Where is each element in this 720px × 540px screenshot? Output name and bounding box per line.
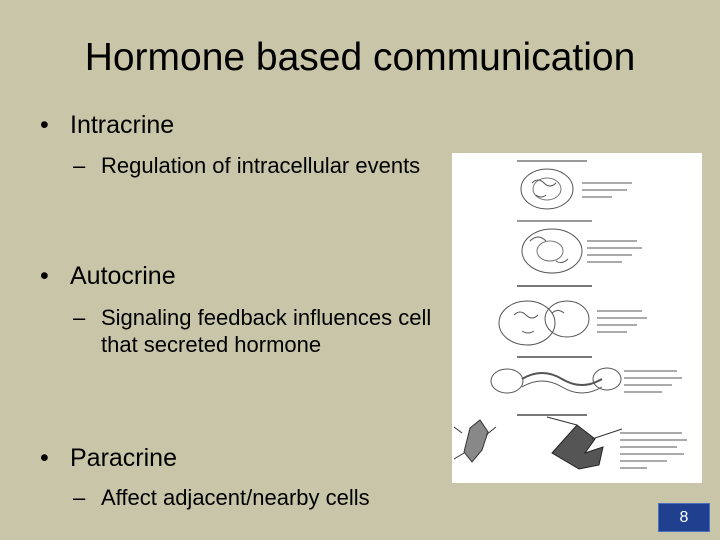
bullet-intracrine: • Intracrine — [40, 110, 174, 140]
bullet-autocrine: • Autocrine — [40, 261, 176, 291]
page-number-badge: 8 — [658, 503, 710, 532]
bullet-label: Autocrine — [70, 262, 176, 290]
sub-bullet-intracrine: – Regulation of intracellular events — [73, 152, 433, 179]
bullet-icon: • — [40, 262, 49, 290]
sub-bullet-autocrine: – Signaling feedback influences cell tha… — [73, 304, 433, 358]
sub-bullet-paracrine: – Affect adjacent/nearby cells — [73, 484, 433, 511]
bullet-list: • Intracrine – Regulation of intracellula… — [40, 110, 433, 511]
bullet-label: Paracrine — [70, 444, 177, 472]
sub-bullet-text: Regulation of intracellular events — [101, 153, 421, 178]
slide-title: Hormone based communication — [84, 36, 636, 79]
hormone-signaling-illustration — [452, 153, 702, 483]
bullet-icon: • — [40, 444, 49, 472]
bullet-label: Intracrine — [70, 111, 175, 139]
dash-icon: – — [73, 305, 86, 330]
bullet-icon: • — [40, 111, 49, 139]
sub-bullet-text: Affect adjacent/nearby cells — [101, 485, 370, 510]
sub-bullet-text: Signaling feedback influences cell that … — [101, 305, 432, 357]
illustration-drawing — [453, 160, 687, 470]
dash-icon: – — [73, 485, 86, 510]
bullet-paracrine: • Paracrine — [40, 443, 177, 473]
dash-icon: – — [73, 153, 86, 178]
